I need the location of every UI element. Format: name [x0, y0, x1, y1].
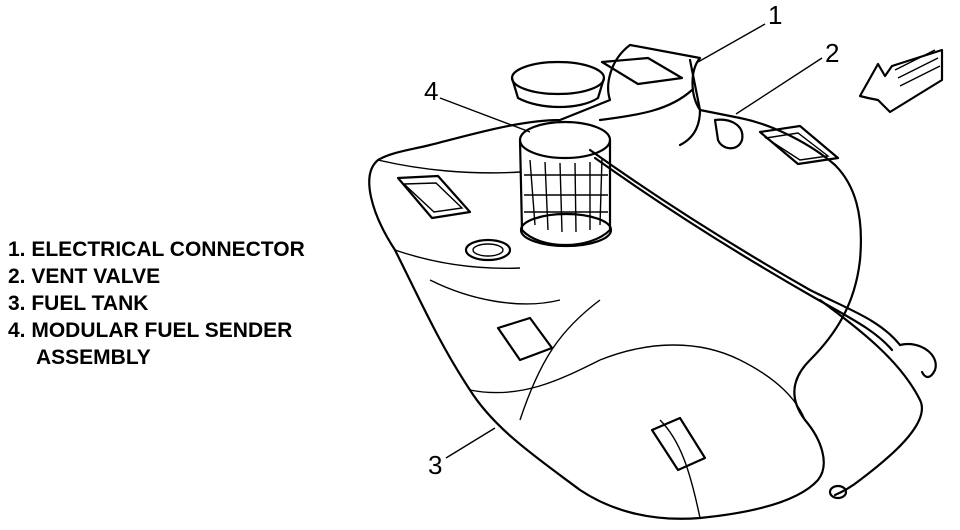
leader-line-4: [439, 97, 531, 133]
callout-3: 3: [428, 450, 442, 480]
callout-2: 2: [825, 38, 839, 68]
parts-legend: 1. ELECTRICAL CONNECTOR 2. VENT VALVE 3.…: [8, 236, 305, 371]
legend-item-electrical-connector: 1. ELECTRICAL CONNECTOR: [8, 238, 305, 261]
leader-line-2: [735, 57, 823, 115]
arrow-icon: [858, 48, 944, 114]
modular-fuel-sender-illustration: [510, 60, 613, 248]
legend-item-fuel-tank: 3. FUEL TANK: [8, 292, 149, 315]
fuel-tank-illustration: [368, 43, 863, 520]
callout-1: 1: [768, 0, 782, 30]
leader-line-1: [697, 23, 766, 63]
legend-item-vent-valve: 2. VENT VALVE: [8, 265, 161, 288]
legend-item-modular-fuel-sender: 4. MODULAR FUEL SENDER: [8, 319, 293, 342]
leader-line-3: [445, 427, 496, 459]
callout-4: 4: [424, 76, 438, 106]
fuel-lines-illustration: [588, 58, 937, 500]
legend-item-assembly-continuation: ASSEMBLY: [36, 346, 151, 369]
